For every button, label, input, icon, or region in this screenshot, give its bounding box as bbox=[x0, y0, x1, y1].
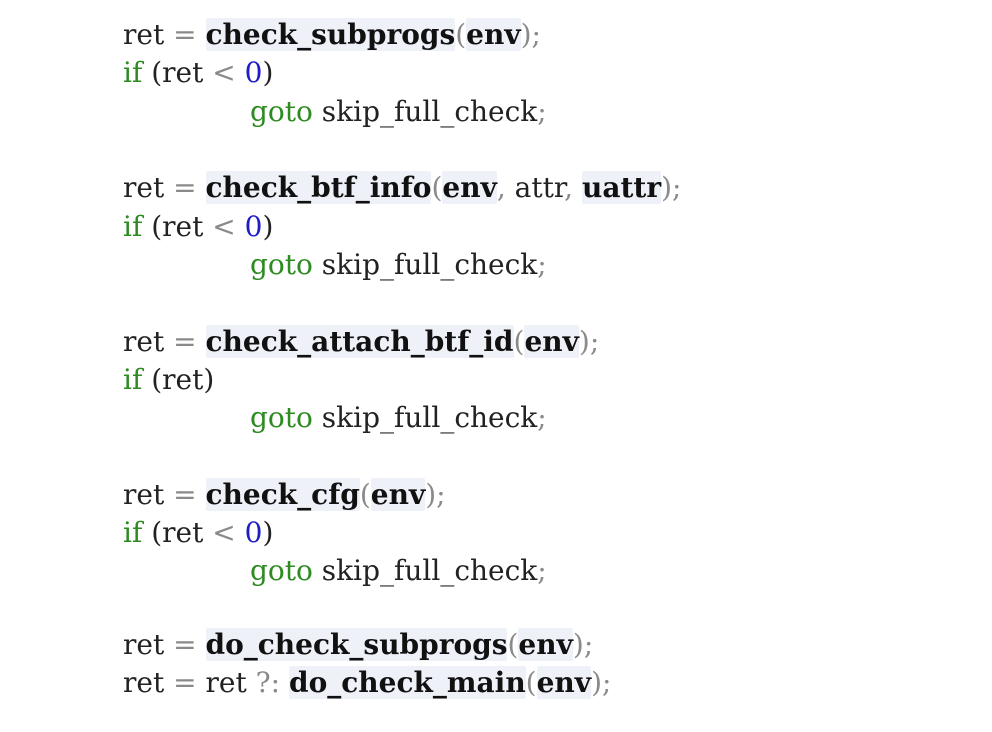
elvis-op: ?: bbox=[255, 666, 281, 699]
open-paren: ( bbox=[151, 516, 163, 549]
arg-attr: attr bbox=[514, 171, 565, 204]
kw-if: if bbox=[123, 363, 143, 396]
ret-var: ret bbox=[123, 628, 165, 661]
close-paren: ) bbox=[262, 210, 274, 243]
ret-var: ret bbox=[123, 478, 165, 511]
code-line-5: ret = check_btf_info(env, attr, uattr); bbox=[123, 169, 681, 207]
arg-env: env bbox=[536, 666, 592, 699]
assign-op: = bbox=[173, 325, 197, 358]
lt-op: < bbox=[212, 516, 236, 549]
semicolon: ; bbox=[537, 248, 547, 281]
kw-goto: goto bbox=[250, 401, 313, 434]
comma: , bbox=[496, 171, 506, 204]
code-line-14: if (ret < 0) bbox=[123, 514, 273, 552]
close-paren: ) bbox=[578, 325, 590, 358]
code-line-13: ret = check_cfg(env); bbox=[123, 476, 446, 514]
comma: , bbox=[564, 171, 574, 204]
code-line-1: ret = check_subprogs(env); bbox=[123, 16, 541, 54]
kw-goto: goto bbox=[250, 248, 313, 281]
code-line-3: goto skip_full_check; bbox=[250, 93, 547, 131]
code-line-2: if (ret < 0) bbox=[123, 54, 273, 92]
arg-env: env bbox=[370, 478, 426, 511]
semicolon: ; bbox=[531, 18, 541, 51]
num-zero: 0 bbox=[244, 56, 263, 89]
assign-op: = bbox=[173, 478, 197, 511]
num-zero: 0 bbox=[244, 516, 263, 549]
ret-var: ret bbox=[162, 56, 204, 89]
arg-env: env bbox=[518, 628, 573, 661]
open-paren: ( bbox=[151, 363, 163, 396]
arg-uattr: uattr bbox=[581, 171, 662, 204]
fn-do-check-main: do_check_main bbox=[288, 666, 526, 699]
arg-env: env bbox=[466, 18, 521, 51]
kw-if: if bbox=[123, 210, 143, 243]
kw-goto: goto bbox=[250, 554, 313, 587]
open-paren: ( bbox=[359, 478, 371, 511]
semicolon: ; bbox=[436, 478, 446, 511]
open-paren: ( bbox=[525, 666, 537, 699]
ret-var: ret bbox=[123, 666, 165, 699]
close-paren: ) bbox=[425, 478, 437, 511]
code-line-17: ret = do_check_subprogs(env); bbox=[123, 626, 593, 664]
kw-if: if bbox=[123, 56, 143, 89]
code-line-7: goto skip_full_check; bbox=[250, 246, 547, 284]
ret-var: ret bbox=[123, 171, 165, 204]
open-paren: ( bbox=[151, 56, 163, 89]
close-paren: ) bbox=[203, 363, 215, 396]
code-line-11: goto skip_full_check; bbox=[250, 399, 547, 437]
semicolon: ; bbox=[672, 171, 682, 204]
fn-check-attach-btf-id: check_attach_btf_id bbox=[205, 325, 514, 358]
assign-op: = bbox=[173, 171, 197, 204]
goto-label: skip_full_check bbox=[321, 248, 538, 281]
kw-goto: goto bbox=[250, 95, 313, 128]
close-paren: ) bbox=[262, 516, 274, 549]
semicolon: ; bbox=[589, 325, 600, 358]
assign-op: = bbox=[173, 628, 197, 661]
close-paren: ) bbox=[520, 18, 532, 51]
semicolon: ; bbox=[583, 628, 594, 661]
semicolon: ; bbox=[537, 401, 547, 434]
semicolon: ; bbox=[602, 666, 612, 699]
semicolon: ; bbox=[537, 95, 547, 128]
close-paren: ) bbox=[591, 666, 602, 699]
code-line-18: ret = ret ?: do_check_main(env); bbox=[123, 664, 611, 702]
ret-var: ret bbox=[162, 210, 204, 243]
fn-check-cfg: check_cfg bbox=[205, 478, 360, 511]
close-paren: ) bbox=[572, 628, 584, 661]
fn-check-subprogs: check_subprogs bbox=[205, 18, 456, 51]
arg-env: env bbox=[442, 171, 497, 204]
open-paren: ( bbox=[455, 18, 467, 51]
ret-var: ret bbox=[123, 18, 165, 51]
ret-var: ret bbox=[205, 666, 247, 699]
fn-do-check-subprogs: do_check_subprogs bbox=[205, 628, 508, 661]
code-line-9: ret = check_attach_btf_id(env); bbox=[123, 323, 599, 361]
open-paren: ( bbox=[431, 171, 443, 204]
assign-op: = bbox=[173, 18, 197, 51]
semicolon: ; bbox=[537, 554, 547, 587]
open-paren: ( bbox=[507, 628, 519, 661]
code-line-10: if (ret) bbox=[123, 361, 214, 399]
code-line-15: goto skip_full_check; bbox=[250, 552, 547, 590]
goto-label: skip_full_check bbox=[321, 401, 538, 434]
arg-env: env bbox=[524, 325, 579, 358]
close-paren: ) bbox=[661, 171, 673, 204]
assign-op: = bbox=[173, 666, 197, 699]
fn-check-btf-info: check_btf_info bbox=[205, 171, 432, 204]
close-paren: ) bbox=[262, 56, 274, 89]
lt-op: < bbox=[212, 210, 236, 243]
lt-op: < bbox=[212, 56, 236, 89]
num-zero: 0 bbox=[244, 210, 263, 243]
ret-var: ret bbox=[123, 325, 165, 358]
ret-var: ret bbox=[162, 516, 204, 549]
code-line-6: if (ret < 0) bbox=[123, 208, 273, 246]
open-paren: ( bbox=[513, 325, 525, 358]
kw-if: if bbox=[123, 516, 143, 549]
goto-label: skip_full_check bbox=[321, 95, 538, 128]
open-paren: ( bbox=[151, 210, 163, 243]
ret-var: ret bbox=[162, 363, 204, 396]
goto-label: skip_full_check bbox=[321, 554, 538, 587]
